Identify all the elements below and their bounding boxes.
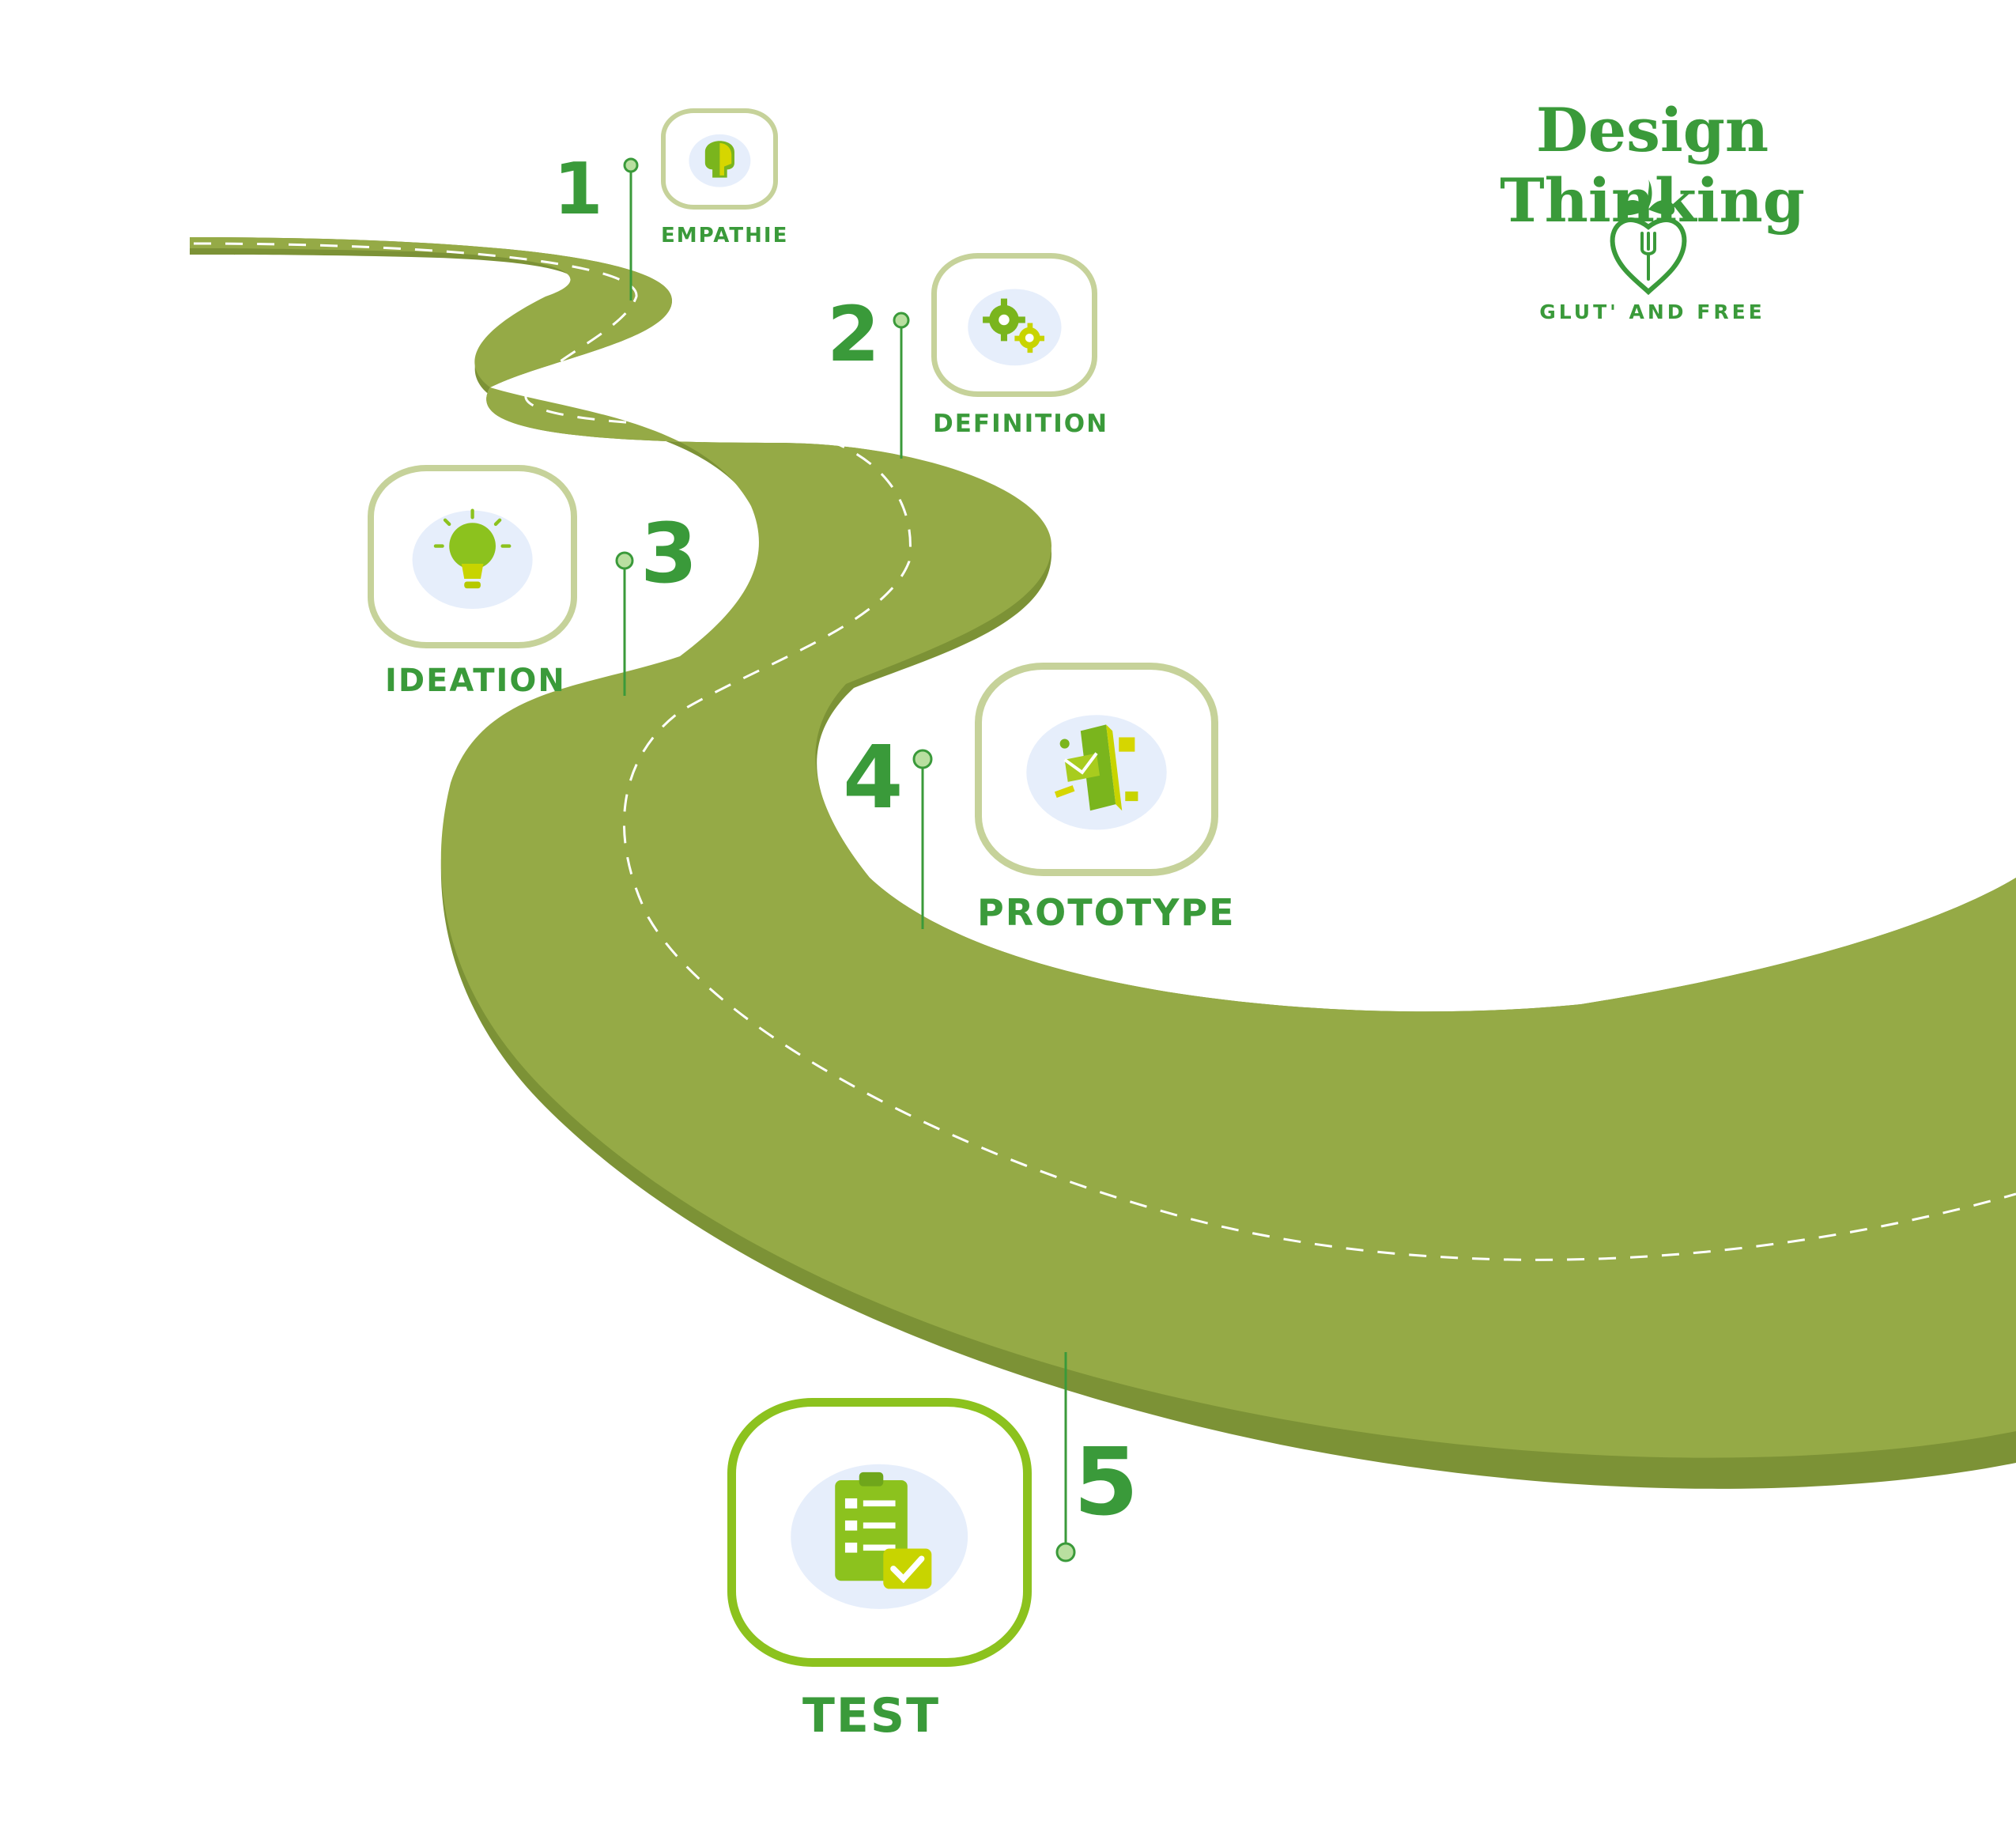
step-number-3: 3 xyxy=(640,505,698,602)
brand-name: GLUT' AND FREE xyxy=(1539,300,1765,323)
step-number-4: 4 xyxy=(843,727,904,828)
step-box-4 xyxy=(975,663,1218,876)
pin-3 xyxy=(615,551,634,696)
step-number-1: 1 xyxy=(553,148,603,231)
step-label-2: DEFINITION xyxy=(933,410,1109,438)
phone-prototype-icon xyxy=(1026,715,1167,830)
gears-icon xyxy=(967,289,1062,366)
step-label-4: PROTOTYPE xyxy=(977,891,1236,934)
apple-fork-icon xyxy=(1610,179,1687,296)
pin-5 xyxy=(1055,1352,1076,1562)
clipboard-check-icon xyxy=(791,1464,968,1609)
pin-4 xyxy=(912,749,933,929)
step-label-3: IDEATION xyxy=(385,663,566,699)
road-center-line xyxy=(193,242,2016,1261)
head-icon xyxy=(689,134,750,187)
step-label-5: TEST xyxy=(802,1688,941,1744)
pin-1 xyxy=(623,157,639,300)
road-surface xyxy=(190,237,2016,1458)
step-number-5: 5 xyxy=(1074,1427,1139,1536)
step-box-2 xyxy=(931,253,1097,397)
step-box-1 xyxy=(661,108,778,210)
pin-2 xyxy=(893,312,910,459)
step-number-2: 2 xyxy=(827,290,880,379)
step-label-1: EMPATHIE xyxy=(661,224,789,247)
step-box-5 xyxy=(727,1398,1032,1667)
step-box-3 xyxy=(368,465,577,648)
lightbulb-icon xyxy=(412,508,533,609)
